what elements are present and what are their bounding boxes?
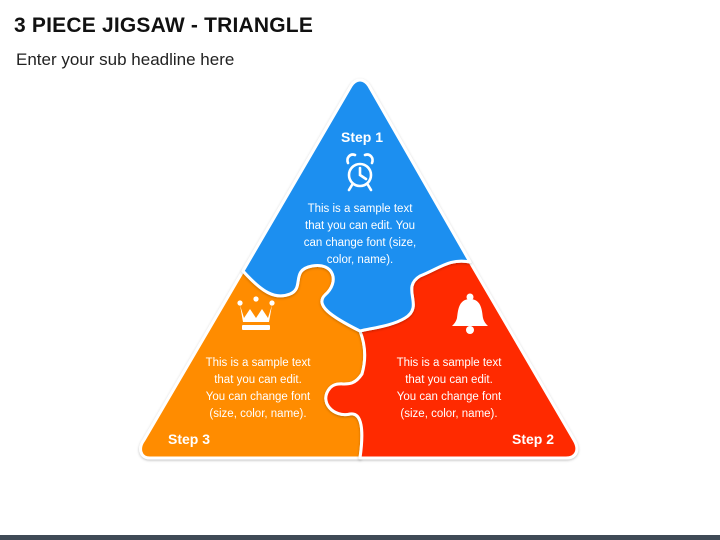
step-1-label: Step 1: [341, 129, 383, 145]
step-1-desc-line: that you can edit. You: [305, 220, 415, 232]
alarm-clock-icon: [346, 153, 374, 192]
step-3-desc-line: (size, color, name).: [209, 408, 306, 420]
step-2-description: This is a sample text that you can edit.…: [397, 357, 503, 420]
bottom-bar: [0, 535, 720, 540]
step-1-description: This is a sample text that you can edit.…: [304, 203, 417, 266]
step-3-description: This is a sample text that you can edit.…: [206, 357, 312, 420]
step-2-desc-line: This is a sample text: [397, 357, 503, 369]
step-2-desc-line: that you can edit.: [405, 374, 493, 386]
step-2-label: Step 2: [512, 431, 554, 447]
step-1-desc-line: This is a sample text: [308, 203, 414, 215]
step-3-desc-line: This is a sample text: [206, 357, 312, 369]
step-1-desc-line: color, name).: [327, 254, 393, 266]
bell-icon: [452, 293, 488, 334]
crown-icon: [237, 296, 275, 330]
step-1-desc-line: can change font (size,: [304, 237, 417, 249]
step-3-label: Step 3: [168, 431, 210, 447]
step-2-desc-line: You can change font: [397, 391, 502, 403]
page-subtitle: Enter your sub headline here: [16, 50, 235, 69]
puzzle-piece-step-1: [241, 78, 472, 333]
step-3-desc-line: that you can edit.: [214, 374, 302, 386]
page-title: 3 PIECE JIGSAW - TRIANGLE: [14, 14, 314, 37]
step-3-desc-line: You can change font: [206, 391, 311, 403]
step-2-desc-line: (size, color, name).: [400, 408, 497, 420]
